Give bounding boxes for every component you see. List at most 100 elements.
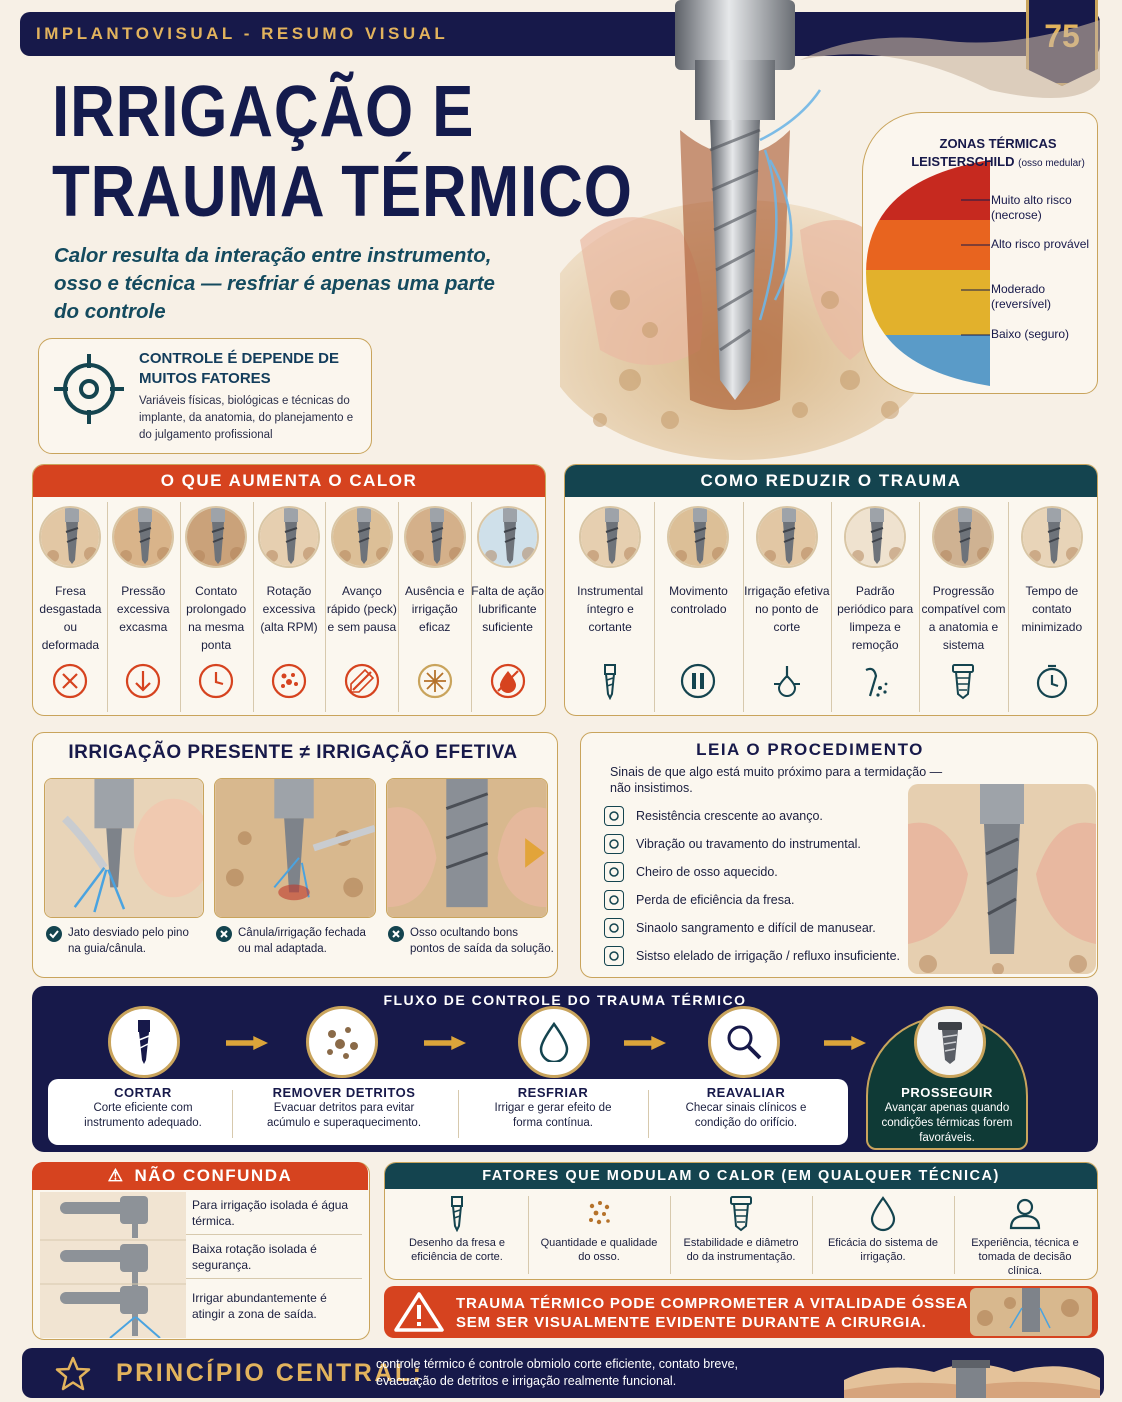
flow-step-cool-circle bbox=[518, 1006, 590, 1078]
burst-icon bbox=[417, 663, 452, 699]
flow-steps-card bbox=[48, 1079, 848, 1145]
modulating-factors-title: FATORES QUE MODULAM O CALOR (EM QUALQUER… bbox=[385, 1163, 1097, 1189]
central-principle-title: PRINCÍPIO CENTRAL: bbox=[116, 1359, 424, 1387]
procedure-signal-text: Vibração ou travamento do instrumental. bbox=[636, 837, 861, 851]
flow-step-cut-title: CORTAR bbox=[114, 1085, 172, 1100]
column-divider bbox=[831, 502, 832, 712]
procedure-subtitle: Sinais de que algo está muito próximo pa… bbox=[610, 765, 943, 795]
reduce-trauma-icon-wrap bbox=[768, 662, 806, 700]
modulating-factor-item: Eficácia do sistema de irrigação. bbox=[812, 1194, 954, 1264]
magnifier-icon bbox=[727, 1025, 762, 1060]
thermal-zones-title-line-2-wrap: LEISTERSCHILD (osso medular) bbox=[908, 153, 1088, 173]
reduce-trauma-thumbnail bbox=[667, 506, 730, 568]
procedure-signal-text: Cheiro de osso aquecido. bbox=[636, 865, 778, 879]
column-divider bbox=[954, 1196, 955, 1274]
irrigation-photo-1 bbox=[44, 778, 204, 918]
procedure-title: LEIA O PROCEDIMENTO bbox=[696, 740, 924, 759]
thumbnail-image bbox=[405, 508, 464, 566]
modulating-factor-item: Quantidade e qualidade do osso. bbox=[528, 1194, 670, 1264]
thermal-zones-title: ZONAS TÉRMICAS LEISTERSCHILD (osso medul… bbox=[908, 135, 1088, 173]
drop-icon bbox=[539, 1022, 569, 1062]
dont-confuse-item-2: Baixa rotação isolada é segurança. bbox=[192, 1242, 317, 1272]
reduce-trauma-icon-wrap bbox=[944, 662, 982, 700]
reduce-trauma-title: COMO REDUZIR O TRAUMA bbox=[565, 465, 1097, 497]
procedure-signal: Cheiro de osso aquecido. bbox=[604, 862, 778, 882]
flow-step-reevaluate-title: REAVALIAR bbox=[706, 1085, 786, 1100]
particles-icon bbox=[271, 663, 307, 699]
increases-heat-item: Pressão excessiva excasma bbox=[107, 506, 180, 700]
dont-confuse-title: NÃO CONFUNDA bbox=[134, 1166, 293, 1185]
thermal-zones-title-line-2: LEISTERSCHILD bbox=[911, 154, 1015, 169]
flow-step-debris: REMOVER DETRITOS Evacuar detritos para e… bbox=[264, 1084, 424, 1131]
modulating-factor-item: Experiência, técnica e tomada de decisão… bbox=[954, 1194, 1096, 1278]
thumbnail-image bbox=[846, 508, 905, 566]
x-circle-icon bbox=[53, 663, 88, 699]
particles-icon bbox=[327, 1027, 358, 1059]
procedure-signal: Vibração ou travamento do instrumental. bbox=[604, 834, 861, 854]
increases-heat-label: Ausência e irrigação eficaz bbox=[405, 584, 465, 634]
flow-step-cool-title: RESFRIAR bbox=[517, 1085, 589, 1100]
implant-icon bbox=[952, 664, 975, 700]
procedure-signal-text: Perda de eficiência da fresa. bbox=[636, 893, 795, 907]
reduce-trauma-label: Irrigação efetiva no ponto de corte bbox=[744, 584, 830, 634]
increases-heat-label: Falta de ação lubrificante suficiente bbox=[471, 584, 544, 634]
pause-icon bbox=[681, 663, 716, 699]
debris-icon bbox=[865, 667, 888, 697]
increases-heat-thumbnail bbox=[330, 506, 393, 568]
column-divider bbox=[398, 502, 400, 712]
flow-step-proceed-text: Avançar apenas quando condições térmicas… bbox=[881, 1102, 1013, 1144]
modulating-factor-label: Estabilidade e diâmetro do da instrument… bbox=[683, 1237, 799, 1263]
reduce-trauma-item: Irrigação efetiva no ponto de corte bbox=[743, 506, 831, 700]
reduce-trauma-thumbnail bbox=[844, 506, 907, 568]
increases-heat-label: Pressão excessiva excasma bbox=[116, 584, 170, 634]
flow-step-debris-circle bbox=[306, 1006, 378, 1078]
column-divider bbox=[742, 502, 744, 712]
drill-icon bbox=[138, 1020, 150, 1064]
factor-icon-wrap bbox=[528, 1194, 670, 1232]
no-drop-icon bbox=[490, 663, 525, 699]
title-line-2: TRAUMA TÉRMICO bbox=[52, 152, 633, 232]
thumbnail-image bbox=[757, 508, 816, 566]
procedure-signal: Resistência crescente ao avanço. bbox=[604, 806, 823, 826]
reduce-trauma-item: Padrão periódico para limpeza e remoção bbox=[831, 506, 919, 700]
drill-bit-icon bbox=[451, 1196, 463, 1232]
thumbnail-image bbox=[581, 508, 640, 566]
person-icon bbox=[1009, 1198, 1041, 1230]
flow-step-cut-text: Corte eficiente com instrumento adequado… bbox=[84, 1102, 202, 1129]
increases-heat-item: Contato prolongado na mesma ponta bbox=[180, 506, 253, 700]
irrigation-caption-1: Jato desviado pelo pino na guia/cânula. bbox=[68, 927, 189, 955]
irrigation-caption-2: Cânula/irrigação fechada ou mal adaptada… bbox=[238, 927, 366, 955]
modulating-factor-item: Estabilidade e diâmetro do da instrument… bbox=[670, 1194, 812, 1264]
modulating-factor-label: Eficácia do sistema de irrigação. bbox=[827, 1237, 939, 1263]
control-box-title: CONTROLE É DEPENDE DE MUITOS FATORES bbox=[139, 350, 340, 387]
flow-step-cut-circle bbox=[108, 1006, 180, 1078]
reduce-trauma-label: Movimento controlado bbox=[669, 584, 728, 616]
irrigation-title: IRRIGAÇÃO PRESENTE ≠ IRRIGAÇÃO EFETIVA bbox=[68, 742, 518, 763]
column-divider bbox=[528, 1196, 529, 1274]
increases-heat-item: Rotação excessiva (alta RPM) bbox=[253, 506, 326, 700]
timer-icon bbox=[1036, 664, 1067, 699]
signal-icon bbox=[604, 918, 624, 938]
increases-heat-item: Avanço rápido (peck) e sem pausa bbox=[325, 506, 398, 700]
signal-icon bbox=[604, 834, 624, 854]
drill-bit-icon bbox=[604, 664, 617, 700]
column-divider bbox=[654, 502, 656, 712]
reduce-trauma-label: Instrumental íntegro e cortante bbox=[577, 584, 644, 634]
irrigation-photo-2 bbox=[214, 778, 376, 918]
signal-icon bbox=[604, 806, 624, 826]
dont-confuse-item-1: Para irrigação isolada é água térmica. bbox=[192, 1198, 349, 1228]
increases-heat-icon-wrap bbox=[489, 662, 527, 700]
x-icon bbox=[388, 926, 404, 942]
increases-heat-thumbnail bbox=[403, 506, 466, 568]
title-line-1: IRRIGAÇÃO E bbox=[52, 72, 475, 152]
column-divider bbox=[106, 502, 108, 712]
reduce-trauma-item: Instrumental íntegro e cortante bbox=[566, 506, 654, 700]
zone-band-3 bbox=[866, 335, 990, 386]
warning-icon bbox=[394, 1292, 444, 1332]
irrigation-icon bbox=[773, 666, 800, 697]
signal-icon bbox=[604, 946, 624, 966]
factor-icon-wrap bbox=[670, 1194, 812, 1232]
modulating-factors-panel: FATORES QUE MODULAM O CALOR (EM QUALQUER… bbox=[384, 1162, 1098, 1280]
increases-heat-label: Avanço rápido (peck) e sem pausa bbox=[326, 584, 397, 634]
reduce-trauma-thumbnail bbox=[755, 506, 818, 568]
